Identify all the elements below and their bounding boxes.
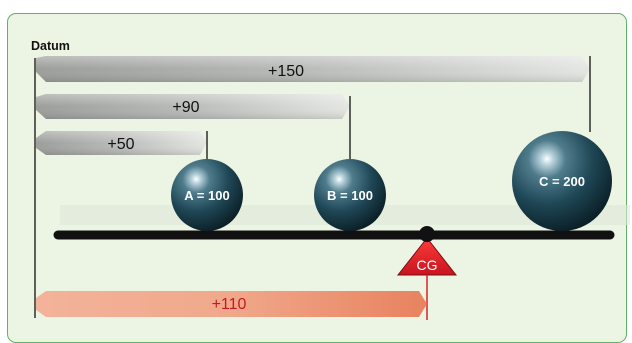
weight-b: B = 100 [314, 159, 386, 231]
cg-arm-label: +110 [212, 296, 247, 313]
weight-c-label: C = 200 [539, 174, 585, 189]
weight-c: C = 200 [512, 131, 612, 231]
cg-label: CG [417, 257, 438, 273]
datum-label: Datum [31, 39, 70, 53]
arm-b: +90 [36, 94, 350, 119]
arm-c-label: +150 [268, 63, 304, 80]
arm-c: +150 [36, 56, 590, 82]
weight-b-label: B = 100 [327, 188, 373, 203]
cg-arm: +110 [36, 291, 427, 317]
cg-pivot [419, 226, 435, 242]
arm-a-label: +50 [107, 136, 134, 153]
arm-b-label: +90 [172, 99, 199, 116]
weight-a-label: A = 100 [184, 188, 229, 203]
arm-a: +50 [36, 131, 207, 155]
weight-a: A = 100 [171, 159, 243, 231]
cg-fulcrum: CG [396, 237, 458, 276]
